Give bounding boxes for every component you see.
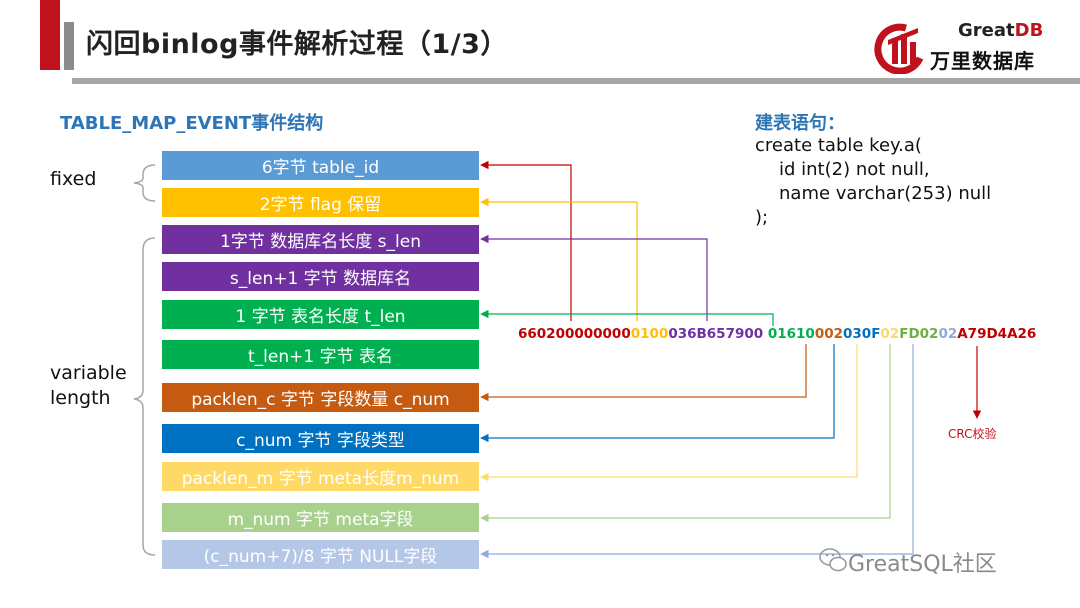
connector-flag (480, 197, 638, 321)
hex-string: 6602000000000100036B657900 01610002030F0… (518, 326, 1036, 342)
slide-title: 闪回binlog事件解析过程（1/3） (86, 29, 508, 60)
hex-segment: 030F (843, 326, 881, 342)
connector-s-len (480, 234, 708, 321)
sql-line: create table key.a( (755, 135, 922, 156)
fixed-label: fixed (50, 168, 97, 190)
field-box-meta-length: packlen_m 字节 meta长度m_num (162, 462, 479, 491)
brand-name: GreatDB (958, 20, 1044, 41)
connector-null (480, 344, 914, 559)
hex-segment: FD02 (899, 326, 939, 342)
field-box-meta: m_num 字节 meta字段 (162, 503, 479, 532)
hex-segment: 002 (814, 326, 844, 342)
field-box-null: (c_num+7)/8 字节 NULL字段 (162, 540, 479, 569)
brand-name-cn: 万里数据库 (930, 49, 1035, 73)
wechat-icon (819, 548, 847, 572)
connector-c-num (480, 344, 807, 402)
field-box-flag: 2字节 flag 保留 (162, 188, 479, 217)
hex-segment: 02 (880, 326, 900, 342)
length-label: length (50, 387, 111, 409)
variable-label: variable (50, 362, 127, 384)
hex-segment: 01610 (763, 326, 815, 342)
field-box-table-id: 6字节 table_id (162, 151, 479, 180)
fixed-brace (133, 164, 156, 202)
connector-meta (480, 344, 891, 523)
connector-meta-length (480, 344, 858, 482)
crc-label: CRC校验 (948, 427, 997, 441)
greatdb-logo-icon (874, 23, 924, 74)
sql-heading: 建表语句： (755, 113, 845, 134)
hex-segment: A79D4A26 (957, 326, 1037, 342)
field-box-s-len: 1字节 数据库名长度 s_len (162, 225, 479, 254)
sql-line: name varchar(253) null (779, 183, 992, 204)
field-box-field-types: c_num 字节 字段类型 (162, 424, 479, 453)
hex-segment: 02 (938, 326, 958, 342)
sql-line: ); (755, 207, 769, 228)
field-box-t-len: 1 字节 表名长度 t_len (162, 300, 479, 329)
title-accent-bar-grey (64, 22, 74, 70)
connector-t-len (480, 309, 774, 326)
hex-segment: 660200000000 (518, 326, 631, 342)
field-box-db-name: s_len+1 字节 数据库名 (162, 262, 479, 291)
field-box-table-name: t_len+1 字节 表名 (162, 340, 479, 369)
connector-field-types (480, 344, 835, 443)
hex-segment: 036B657900 (668, 326, 764, 342)
connector-table-id (480, 160, 572, 321)
hex-segment: 0100 (630, 326, 669, 342)
section-title: TABLE_MAP_EVENT事件结构 (60, 113, 324, 134)
variable-brace (133, 237, 156, 556)
title-accent-bar (40, 0, 60, 70)
field-box-c-num: packlen_c 字节 字段数量 c_num (162, 383, 479, 412)
watermark: GreatSQL社区 (848, 552, 997, 577)
sql-line: id int(2) not null, (779, 159, 930, 180)
title-divider (72, 78, 1080, 84)
